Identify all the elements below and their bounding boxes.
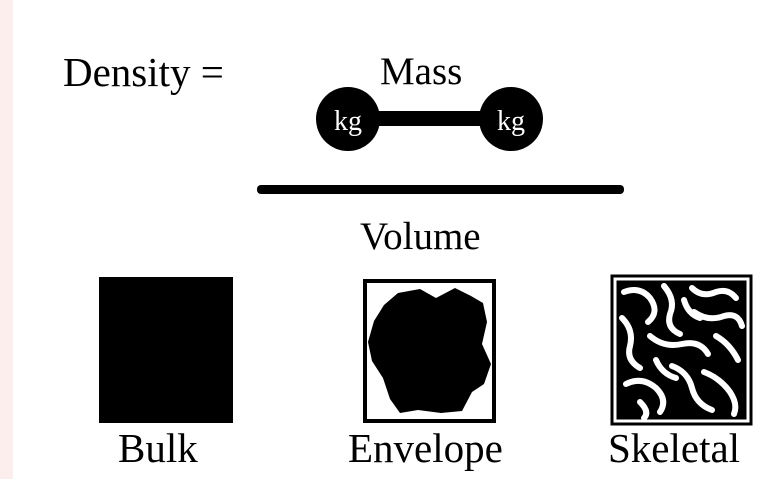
skeletal-caption: Skeletal (608, 425, 741, 471)
particle-envelope-icon (363, 279, 496, 423)
mass-label: Mass (380, 50, 463, 93)
right-weight-unit: kg (497, 106, 525, 137)
left-weight (316, 87, 380, 151)
solid-square-icon (99, 277, 233, 423)
dumbbell-icon: kg kg (316, 87, 543, 151)
volume-label: Volume (360, 215, 481, 258)
porous-skeleton-icon (610, 274, 753, 426)
envelope-caption: Envelope (348, 425, 503, 471)
bulk-caption: Bulk (118, 425, 198, 471)
left-margin-strip (0, 0, 13, 479)
density-label: Density = (63, 49, 224, 95)
right-weight (479, 87, 543, 151)
left-weight-unit: kg (334, 106, 362, 137)
fraction-bar (257, 185, 624, 194)
dumbbell-bar (370, 111, 490, 126)
